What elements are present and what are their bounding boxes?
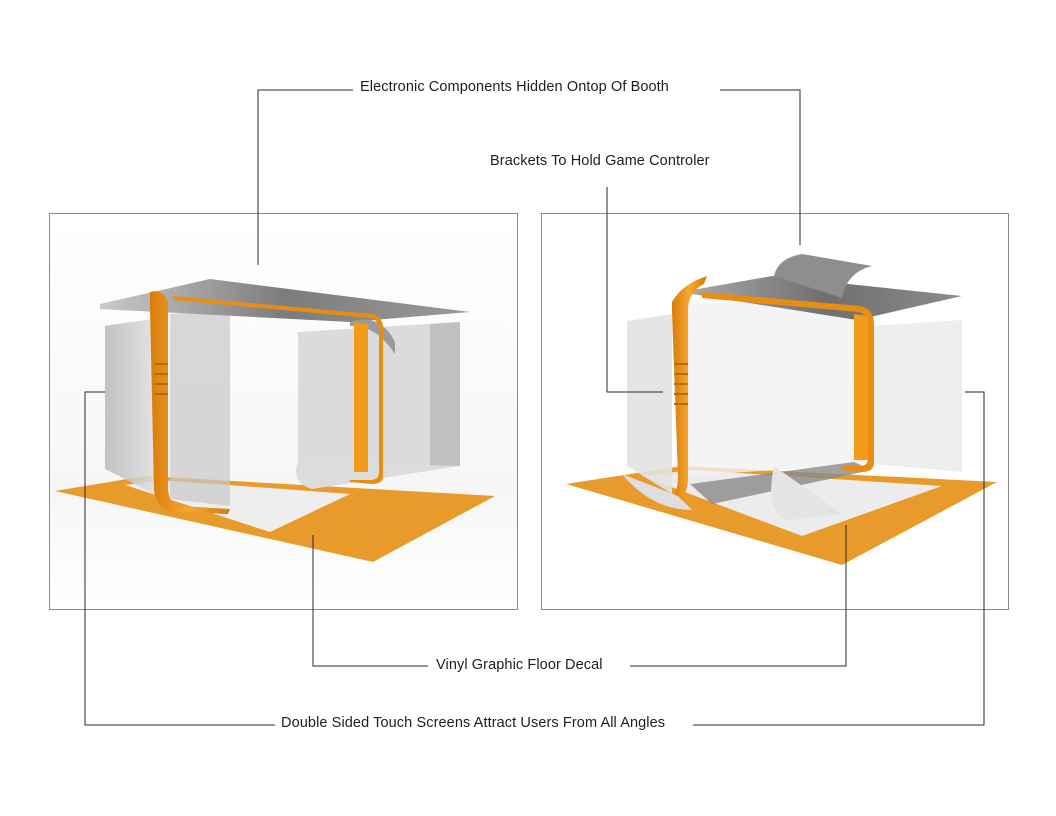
touch-screen-right-panel bbox=[627, 314, 672, 494]
label-floor-decal: Vinyl Graphic Floor Decal bbox=[436, 656, 603, 674]
booth-illustration-right bbox=[542, 214, 1008, 609]
booth-illustration-left bbox=[50, 214, 517, 609]
roof-panel-right bbox=[692, 276, 962, 320]
booth-render-left bbox=[49, 213, 518, 610]
label-brackets: Brackets To Hold Game Controler bbox=[490, 152, 710, 170]
roof-panel-left bbox=[100, 279, 470, 322]
booth-render-right bbox=[541, 213, 1009, 610]
label-touch-screens: Double Sided Touch Screens Attract Users… bbox=[281, 714, 666, 732]
label-electronic-components: Electronic Components Hidden Ontop Of Bo… bbox=[360, 78, 669, 96]
bracket-frame-right bbox=[672, 276, 707, 502]
